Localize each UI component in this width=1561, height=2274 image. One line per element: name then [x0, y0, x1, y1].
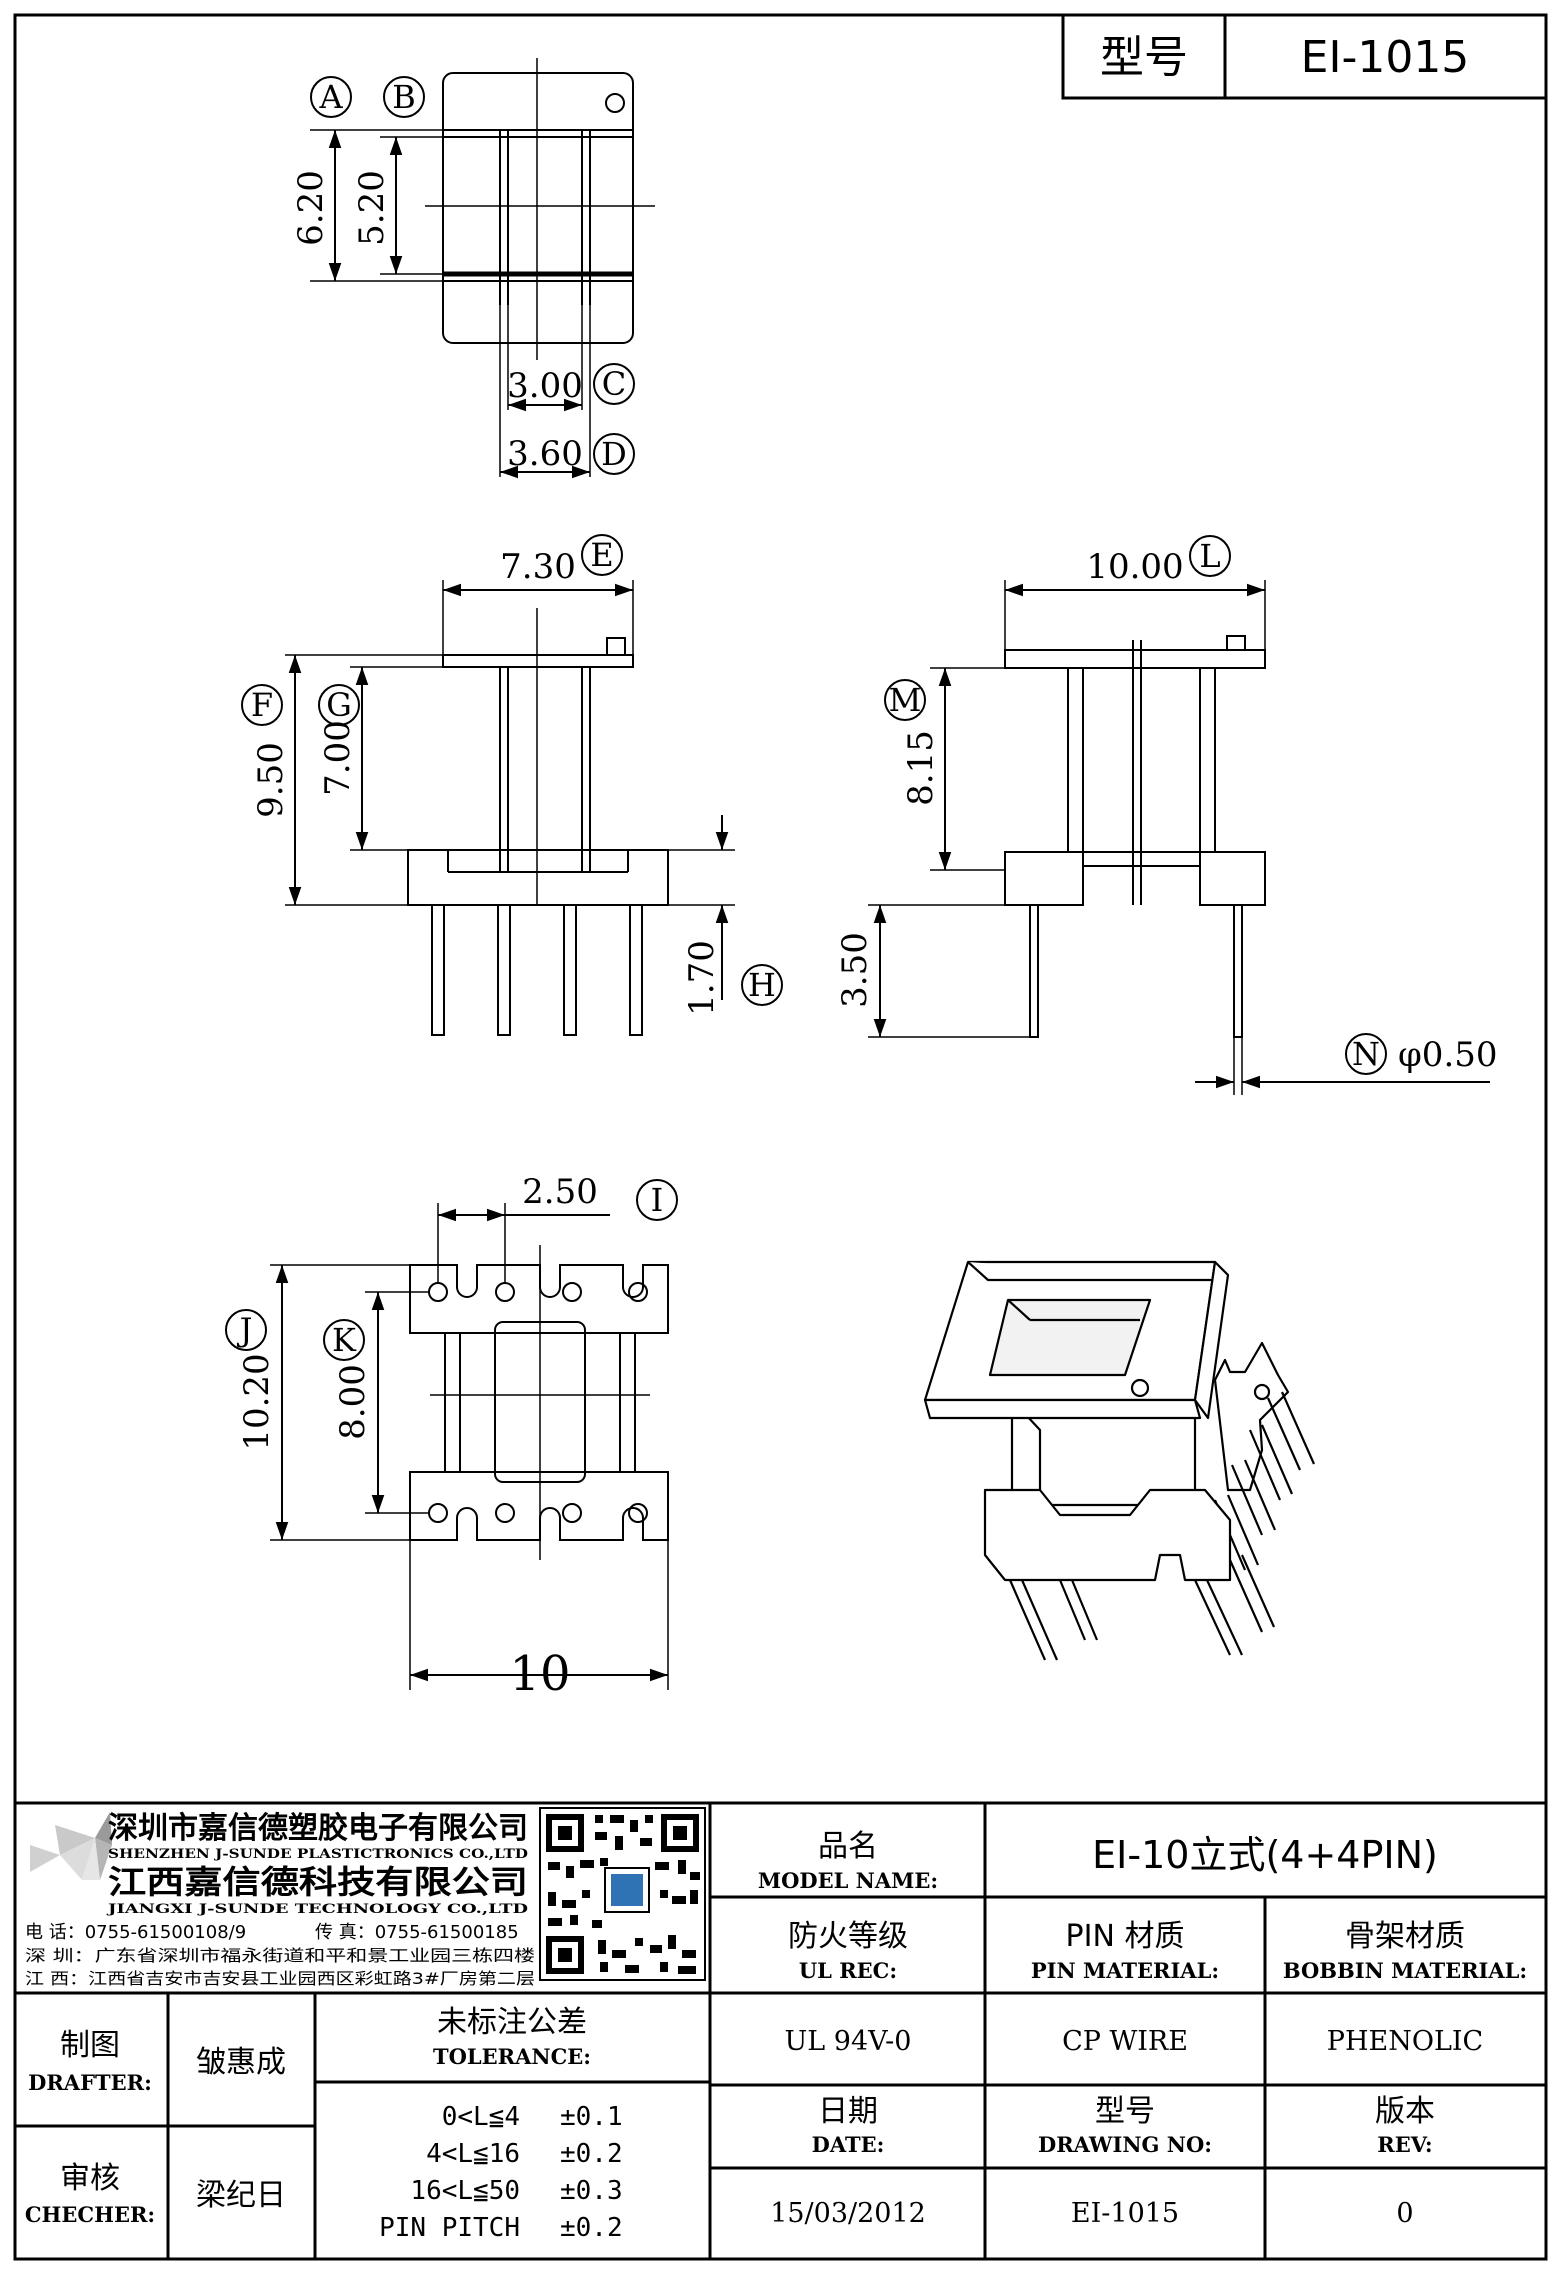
drafter-cn: 制图 — [60, 2028, 120, 2063]
date-value: 15/03/2012 — [770, 2198, 926, 2229]
balloon-i: I — [651, 1181, 664, 1219]
drawing-no-cn: 型号 — [1095, 2094, 1155, 2129]
dim-g-value: 7.00 — [318, 720, 358, 796]
tolerance-range: 16<L≦50 — [410, 2176, 520, 2206]
company-logo — [30, 1812, 112, 1880]
company-addr-jx: 江 西：江西省吉安市吉安县工业园西区彩虹路3#厂房第二层 — [25, 1969, 535, 1988]
balloon-d: D — [601, 435, 627, 473]
checker-en: CHECHER: — [25, 2202, 155, 2227]
dim-e-value: 7.30 — [500, 547, 576, 587]
date-en: DATE: — [812, 2132, 885, 2157]
model-name-cn: 品名 — [818, 1829, 878, 1864]
rev-value: 0 — [1396, 2198, 1413, 2229]
title-block-text: 品名 MODEL NAME: EI-10立式(4+4PIN) 防火等级 UL R… — [25, 1829, 1527, 2243]
bottom-view — [225, 1179, 678, 1690]
dim-i-value: 2.50 — [522, 1172, 598, 1212]
company-name-sz: 深圳市嘉信德塑胶电子有限公司 — [108, 1811, 528, 1846]
dim-10-value: 10 — [509, 1646, 570, 1702]
pin-material-cn: PIN 材质 — [1066, 1919, 1185, 1954]
tolerance-range: PIN PITCH — [379, 2213, 520, 2243]
front-view-labels: E F G H 7.30 9.50 7.00 1.70 — [251, 536, 776, 1016]
balloon-e: E — [590, 536, 613, 574]
balloon-h: H — [748, 966, 776, 1004]
drafter-en: DRAFTER: — [28, 2070, 152, 2095]
dim-h-value: 1.70 — [682, 940, 722, 1016]
side-view-labels: L M N 10.00 8.15 3.50 φ0.50 — [835, 537, 1498, 1075]
dim-m-value: 8.15 — [901, 730, 941, 806]
balloon-j: J — [237, 1311, 253, 1349]
company-name-jx-en: JIANGXI J-SUNDE TECHNOLOGY CO.,LTD — [107, 1902, 528, 1917]
model-name-value: EI-10立式(4+4PIN) — [1092, 1833, 1438, 1877]
pin-material-en: PIN MATERIAL: — [1031, 1958, 1219, 1983]
bobbin-material-en: BOBBIN MATERIAL: — [1283, 1958, 1527, 1983]
bobbin-material-value: PHENOLIC — [1327, 2026, 1483, 2057]
top-view — [310, 58, 655, 479]
side-view — [868, 535, 1490, 1095]
date-cn: 日期 — [818, 2094, 878, 2129]
company-fax: 传 真：0755-61500185 — [315, 1922, 519, 1943]
tolerance-value: ±0.2 — [560, 2139, 623, 2169]
checker-value: 梁纪日 — [196, 2178, 286, 2213]
tolerance-range: 0<L≦4 — [442, 2102, 520, 2132]
dim-d-value: 3.60 — [507, 434, 583, 474]
balloon-k: K — [332, 1321, 357, 1359]
rev-en: REV: — [1377, 2132, 1432, 2157]
checker-cn: 审核 — [60, 2161, 120, 2196]
drawing-no-en: DRAWING NO: — [1038, 2132, 1212, 2157]
tolerance-value: ±0.3 — [560, 2176, 623, 2206]
dim-n-value: φ0.50 — [1398, 1035, 1498, 1075]
title-block — [13, 1801, 1546, 2259]
balloon-f: F — [251, 686, 273, 724]
balloon-c: C — [602, 365, 626, 403]
balloon-b: B — [392, 78, 416, 116]
balloon-m: M — [889, 681, 922, 719]
ul-rec-cn: 防火等级 — [788, 1919, 908, 1954]
company-addr-sz: 深 圳：广东省深圳市福永街道和平和景工业园三栋四楼 — [25, 1946, 535, 1965]
bobbin-material-cn: 骨架材质 — [1345, 1919, 1465, 1954]
dim-f-value: 9.50 — [251, 742, 291, 818]
dim-a-value: 6.20 — [291, 170, 331, 246]
balloon-l: L — [1199, 537, 1220, 575]
balloon-a: A — [318, 78, 343, 116]
company-info: 深圳市嘉信德塑胶电子有限公司 SHENZHEN J-SUNDE PLASTICT… — [25, 1811, 535, 1988]
header-model-value: EI-1015 — [1301, 32, 1470, 83]
dim-350-value: 3.50 — [835, 932, 875, 1008]
tolerance-en: TOLERANCE: — [433, 2044, 591, 2069]
dim-b-value: 5.20 — [352, 170, 392, 246]
isometric-view — [923, 1260, 1316, 1661]
dim-l-value: 10.00 — [1086, 547, 1183, 587]
tolerance-cn: 未标注公差 — [437, 2005, 587, 2040]
dim-j-value: 10.20 — [237, 1353, 277, 1450]
tolerance-value: ±0.1 — [560, 2102, 623, 2132]
drawing-no-value: EI-1015 — [1071, 2198, 1179, 2229]
qr-code — [539, 1807, 706, 1981]
rev-cn: 版本 — [1375, 2094, 1435, 2129]
balloon-n: N — [1352, 1035, 1380, 1073]
dim-c-value: 3.00 — [507, 366, 583, 406]
bottom-view-labels: I J K 2.50 10.20 8.00 10 — [237, 1172, 664, 1702]
tolerance-range: 4<L≦16 — [426, 2139, 520, 2169]
dim-k-value: 8.00 — [333, 1364, 373, 1440]
tolerance-value: ±0.2 — [560, 2213, 623, 2243]
header-model-label: 型号 — [1100, 32, 1188, 83]
drafter-value: 皱惠成 — [196, 2045, 286, 2080]
header-box: 型号 EI-1015 — [1061, 13, 1548, 100]
top-view-labels: A B C D 6.20 5.20 3.00 3.60 — [291, 78, 627, 474]
company-name-sz-en: SHENZHEN J-SUNDE PLASTICTRONICS CO.,LTD — [108, 1847, 528, 1862]
drawing-border — [13, 13, 1548, 2261]
balloon-g: G — [326, 686, 352, 724]
ul-rec-en: UL REC: — [799, 1958, 897, 1983]
front-view — [241, 534, 783, 1036]
company-name-jx: 江西嘉信德科技有限公司 — [108, 1863, 528, 1901]
pin-material-value: CP WIRE — [1062, 2026, 1188, 2057]
ul-rec-value: UL 94V-0 — [785, 2026, 912, 2057]
model-name-en: MODEL NAME: — [758, 1868, 938, 1893]
company-tel: 电 话：0755-61500108/9 — [25, 1922, 246, 1943]
